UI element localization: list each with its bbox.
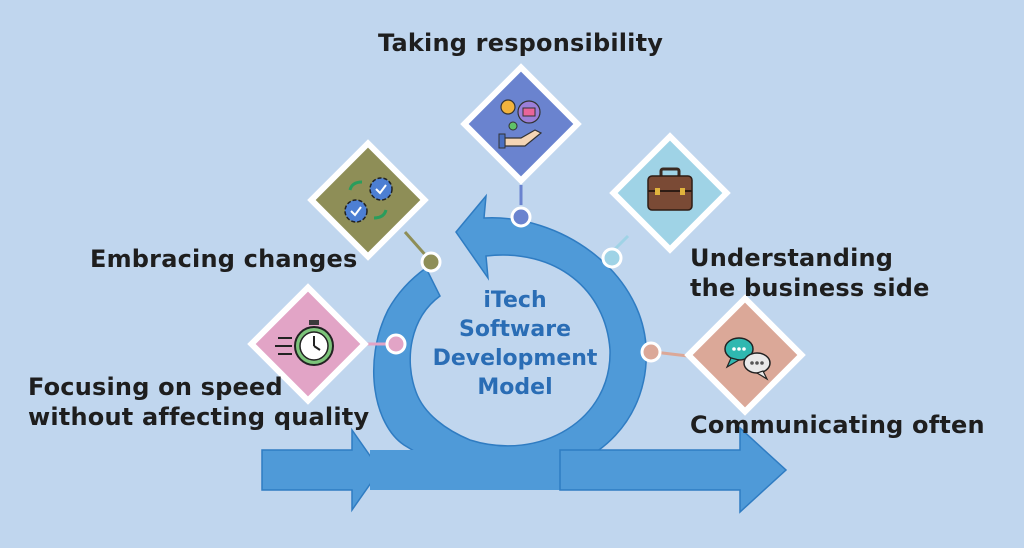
diagram-title: iTech Software Development Model: [432, 288, 598, 400]
label-understanding-business: Understanding the business side: [690, 244, 930, 302]
step-diamond-business: [609, 132, 731, 254]
gears-arrows-icon: [344, 177, 393, 223]
chat-bubbles-icon: [724, 337, 771, 381]
label-taking-responsibility: Taking responsibility: [378, 29, 664, 57]
stopwatch-icon: [275, 320, 334, 366]
step-diamond-responsibility: [460, 63, 582, 185]
label-focusing-speed: Focusing on speed without affecting qual…: [28, 373, 370, 431]
briefcase-icon: [647, 167, 693, 211]
step-diamond-speed: [247, 283, 369, 405]
hand-gears-icon: [498, 99, 543, 149]
step-diamond-changes: [307, 139, 429, 261]
connector-dots: [385, 206, 662, 363]
label-embracing-changes: Embracing changes: [90, 245, 358, 273]
label-communicating-often: Communicating often: [690, 411, 985, 439]
step-diamond-communicating: [684, 294, 806, 416]
flow-arrows: [261, 426, 788, 514]
